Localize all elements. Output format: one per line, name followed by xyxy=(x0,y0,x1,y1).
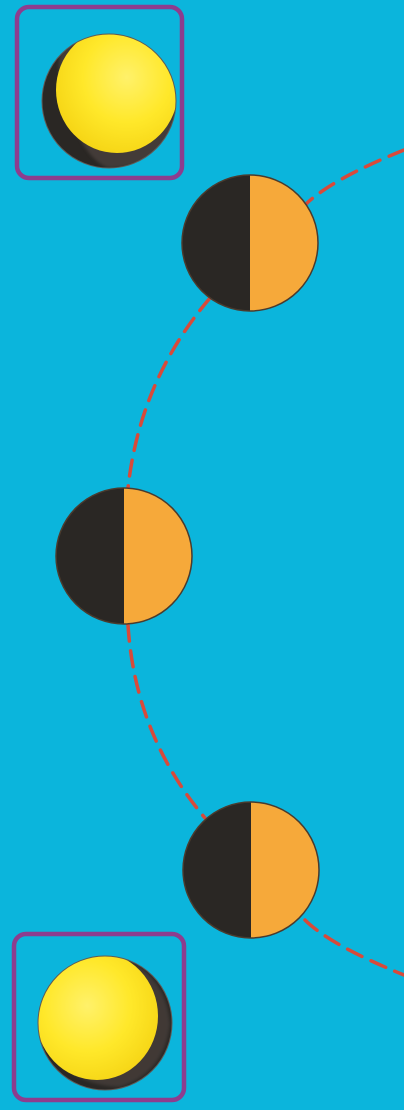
half-moon-lower xyxy=(183,802,319,938)
orbit-path-left-lower xyxy=(128,625,205,818)
gibbous-moon-bottom xyxy=(36,952,172,1090)
orbit-path-left xyxy=(128,298,210,488)
gibbous-moon-top xyxy=(42,27,178,168)
orbit-path-upper xyxy=(305,150,404,205)
orbit-path-lower xyxy=(305,920,404,975)
half-moon-upper xyxy=(182,175,318,311)
half-moon-middle xyxy=(56,488,192,624)
